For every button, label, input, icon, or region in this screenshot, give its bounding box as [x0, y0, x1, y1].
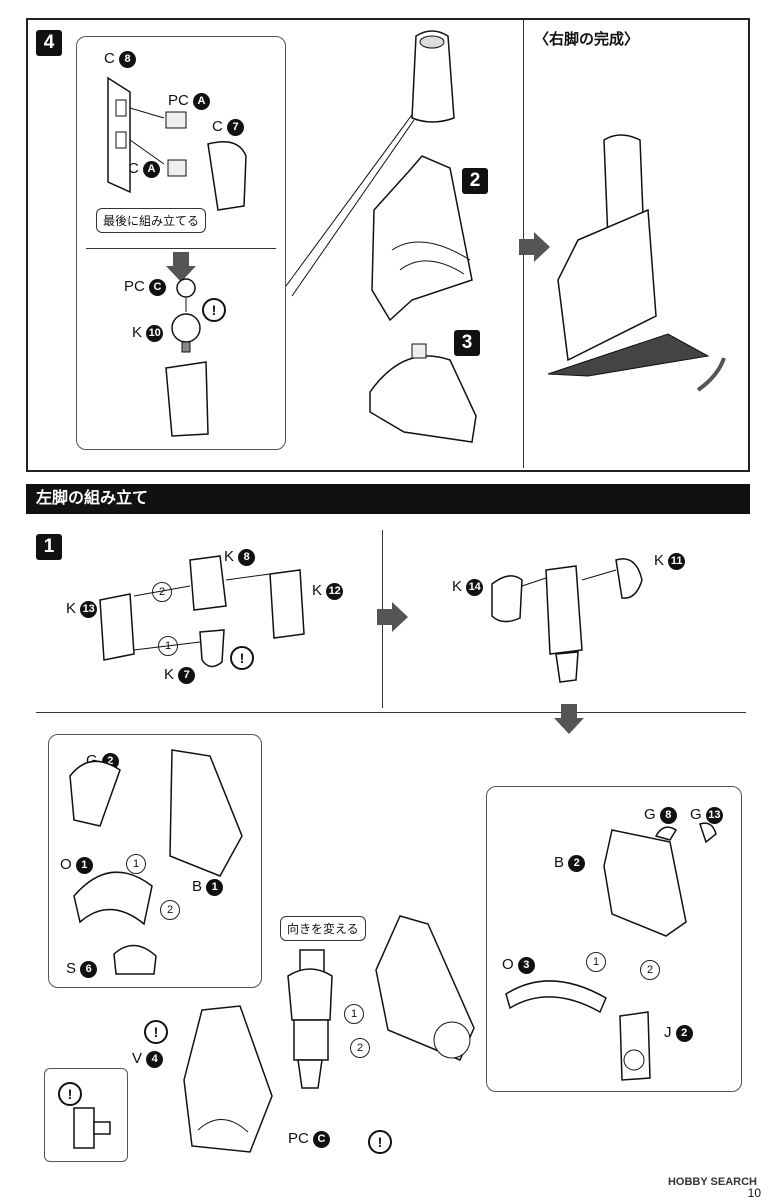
- label-k12: K 12: [312, 582, 344, 600]
- label-k8: K 8: [224, 548, 256, 566]
- step4-joint-assembly: [165, 278, 209, 437]
- step4-frame: [26, 18, 750, 472]
- hobby-search-watermark: HOBBY SEARCH: [667, 1176, 757, 1188]
- label-k13: K 13: [66, 600, 98, 618]
- step4-down-arrow: [166, 252, 196, 282]
- order-1-marker: 1: [586, 952, 606, 972]
- label-g8: G 8: [644, 806, 677, 824]
- step1-right-arrow: [377, 602, 408, 632]
- label-pc-c: PC C: [124, 278, 167, 296]
- caution-detail-part: [73, 1107, 111, 1149]
- badge-k13: 13: [80, 600, 98, 618]
- label-k14: K 14: [452, 578, 484, 596]
- label-s6: S 6: [66, 960, 98, 978]
- rotate-callout: 向きを変える: [280, 916, 366, 941]
- badge-pc-c-lower: C: [313, 1130, 331, 1148]
- page-number: 10: [747, 1186, 761, 1200]
- badge-k7: 7: [178, 666, 196, 684]
- right-leg-complete-figure: [547, 134, 726, 392]
- badge-g8: 8: [659, 806, 677, 824]
- badge-o1: 1: [75, 856, 93, 874]
- badge-c8: 8: [119, 50, 137, 68]
- label-g13: G 13: [690, 806, 723, 824]
- step1-horizontal-divider: [36, 712, 746, 713]
- label-b2: B 2: [554, 854, 586, 872]
- step4-c8-part: [107, 76, 187, 194]
- lower-left-parts: [69, 749, 243, 975]
- label-b1: B 1: [192, 878, 224, 896]
- caution-icon: !: [202, 298, 226, 322]
- order-2-marker: 2: [640, 960, 660, 980]
- caution-icon: !: [368, 1130, 392, 1154]
- left-leg-step1-number: 1: [36, 534, 62, 560]
- badge-s6: 6: [80, 960, 98, 978]
- badge-g13: 13: [705, 806, 723, 824]
- badge-b1: 1: [206, 878, 224, 896]
- caution-icon: !: [58, 1082, 82, 1106]
- badge-k14: 14: [466, 578, 484, 596]
- label-j2: J 2: [664, 1024, 693, 1042]
- label-v4: V 4: [132, 1050, 164, 1068]
- badge-o3: 3: [517, 956, 535, 974]
- badge-k11: 11: [668, 552, 686, 570]
- right-leg-complete-title: 〈右脚の完成〉: [534, 31, 640, 48]
- badge-b2: 2: [568, 854, 586, 872]
- badge-c7: 7: [227, 118, 245, 136]
- badge-j2: 2: [675, 1024, 693, 1042]
- left-leg-section-title: 左脚の組み立て: [26, 484, 750, 514]
- step4-panel-divider: [86, 248, 276, 249]
- label-o3: O 3: [502, 956, 535, 974]
- label-k7: K 7: [164, 666, 196, 684]
- order-2-marker: 2: [152, 582, 172, 602]
- label-k11: K 11: [654, 552, 686, 570]
- step4-upper-leg-part: [411, 30, 455, 123]
- lower-leg-shell: [183, 1005, 273, 1153]
- label-o1: O 1: [60, 856, 93, 874]
- badge-v4: 4: [146, 1050, 164, 1068]
- label-c7: C 7: [212, 118, 245, 136]
- substep-2-label: 2: [462, 168, 488, 194]
- order-1-marker: 1: [126, 854, 146, 874]
- outer-armor-shell: [375, 915, 475, 1061]
- caution-icon: !: [230, 646, 254, 670]
- label-pc-a-1: PC A: [168, 92, 211, 110]
- step4-c7-part: [207, 141, 247, 211]
- step4-foot-base: [369, 343, 477, 443]
- step1-parts-exploded: [99, 555, 305, 668]
- caution-icon: !: [144, 1020, 168, 1044]
- label-pc-c-lower: PC C: [288, 1130, 331, 1148]
- badge-pc-a-2: A: [143, 160, 161, 178]
- badge-k10: 10: [146, 324, 164, 342]
- badge-pc-a-1: A: [193, 92, 211, 110]
- step1-result-assembly: [491, 558, 643, 683]
- order-2-marker: 2: [160, 900, 180, 920]
- lower-right-parts: [505, 822, 717, 1081]
- step4-knee-armor: [371, 155, 473, 322]
- step1-down-arrow: [554, 704, 584, 734]
- order-1-marker: 1: [344, 1004, 364, 1024]
- badge-pc-c: C: [149, 278, 167, 296]
- step4-center-guide-lines: [285, 111, 415, 297]
- badge-k12: 12: [326, 582, 344, 600]
- substep-3-label: 3: [454, 330, 480, 356]
- label-k10: K 10: [132, 324, 164, 342]
- badge-k8: 8: [238, 548, 256, 566]
- label-c8: C 8: [104, 50, 137, 68]
- step4-number: 4: [36, 30, 62, 56]
- order-2-marker: 2: [350, 1038, 370, 1058]
- step4-right-arrow: [519, 232, 550, 262]
- leg-frame-assembly: [287, 949, 333, 1089]
- assemble-last-callout: 最後に組み立てる: [96, 208, 207, 233]
